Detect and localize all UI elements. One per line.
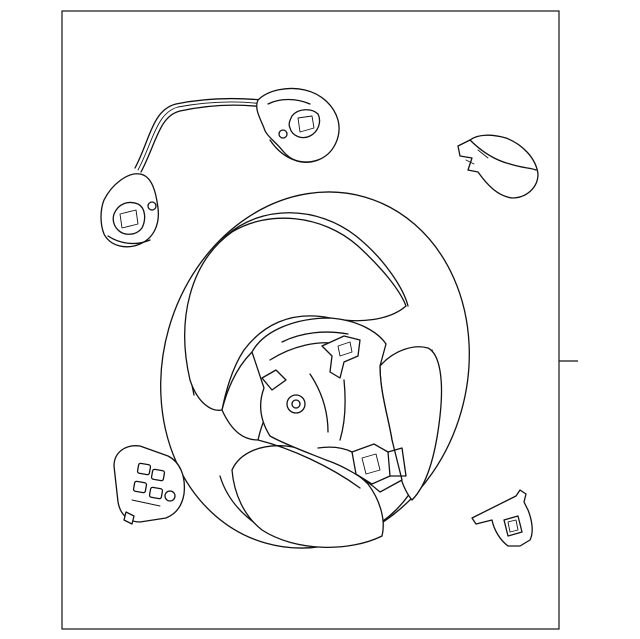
diagram-frame	[61, 10, 560, 630]
trim-cover-lower-right-icon	[471, 489, 533, 547]
audio-switch-left-icon	[113, 445, 186, 525]
cruise-control-switch-assembly-icon	[100, 87, 340, 248]
steering-wheel-icon	[160, 191, 470, 549]
trim-cover-upper-right-icon	[457, 134, 539, 199]
